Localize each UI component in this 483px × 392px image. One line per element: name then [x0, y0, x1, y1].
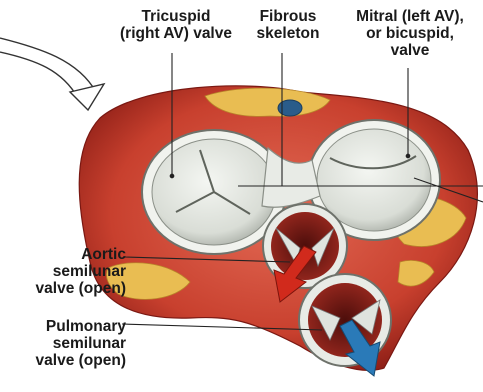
label-mitral-valve: Mitral (left AV), or bicuspid, valve	[340, 8, 480, 59]
curved-arrow-icon	[0, 38, 104, 110]
label-aortic-valve: Aortic semilunar valve (open)	[4, 246, 126, 297]
label-tricuspid-valve: Tricuspid (right AV) valve	[96, 8, 256, 42]
label-pulmonary-valve: Pulmonary semilunar valve (open)	[4, 318, 126, 369]
label-fibrous-skeleton: Fibrous skeleton	[246, 8, 330, 42]
